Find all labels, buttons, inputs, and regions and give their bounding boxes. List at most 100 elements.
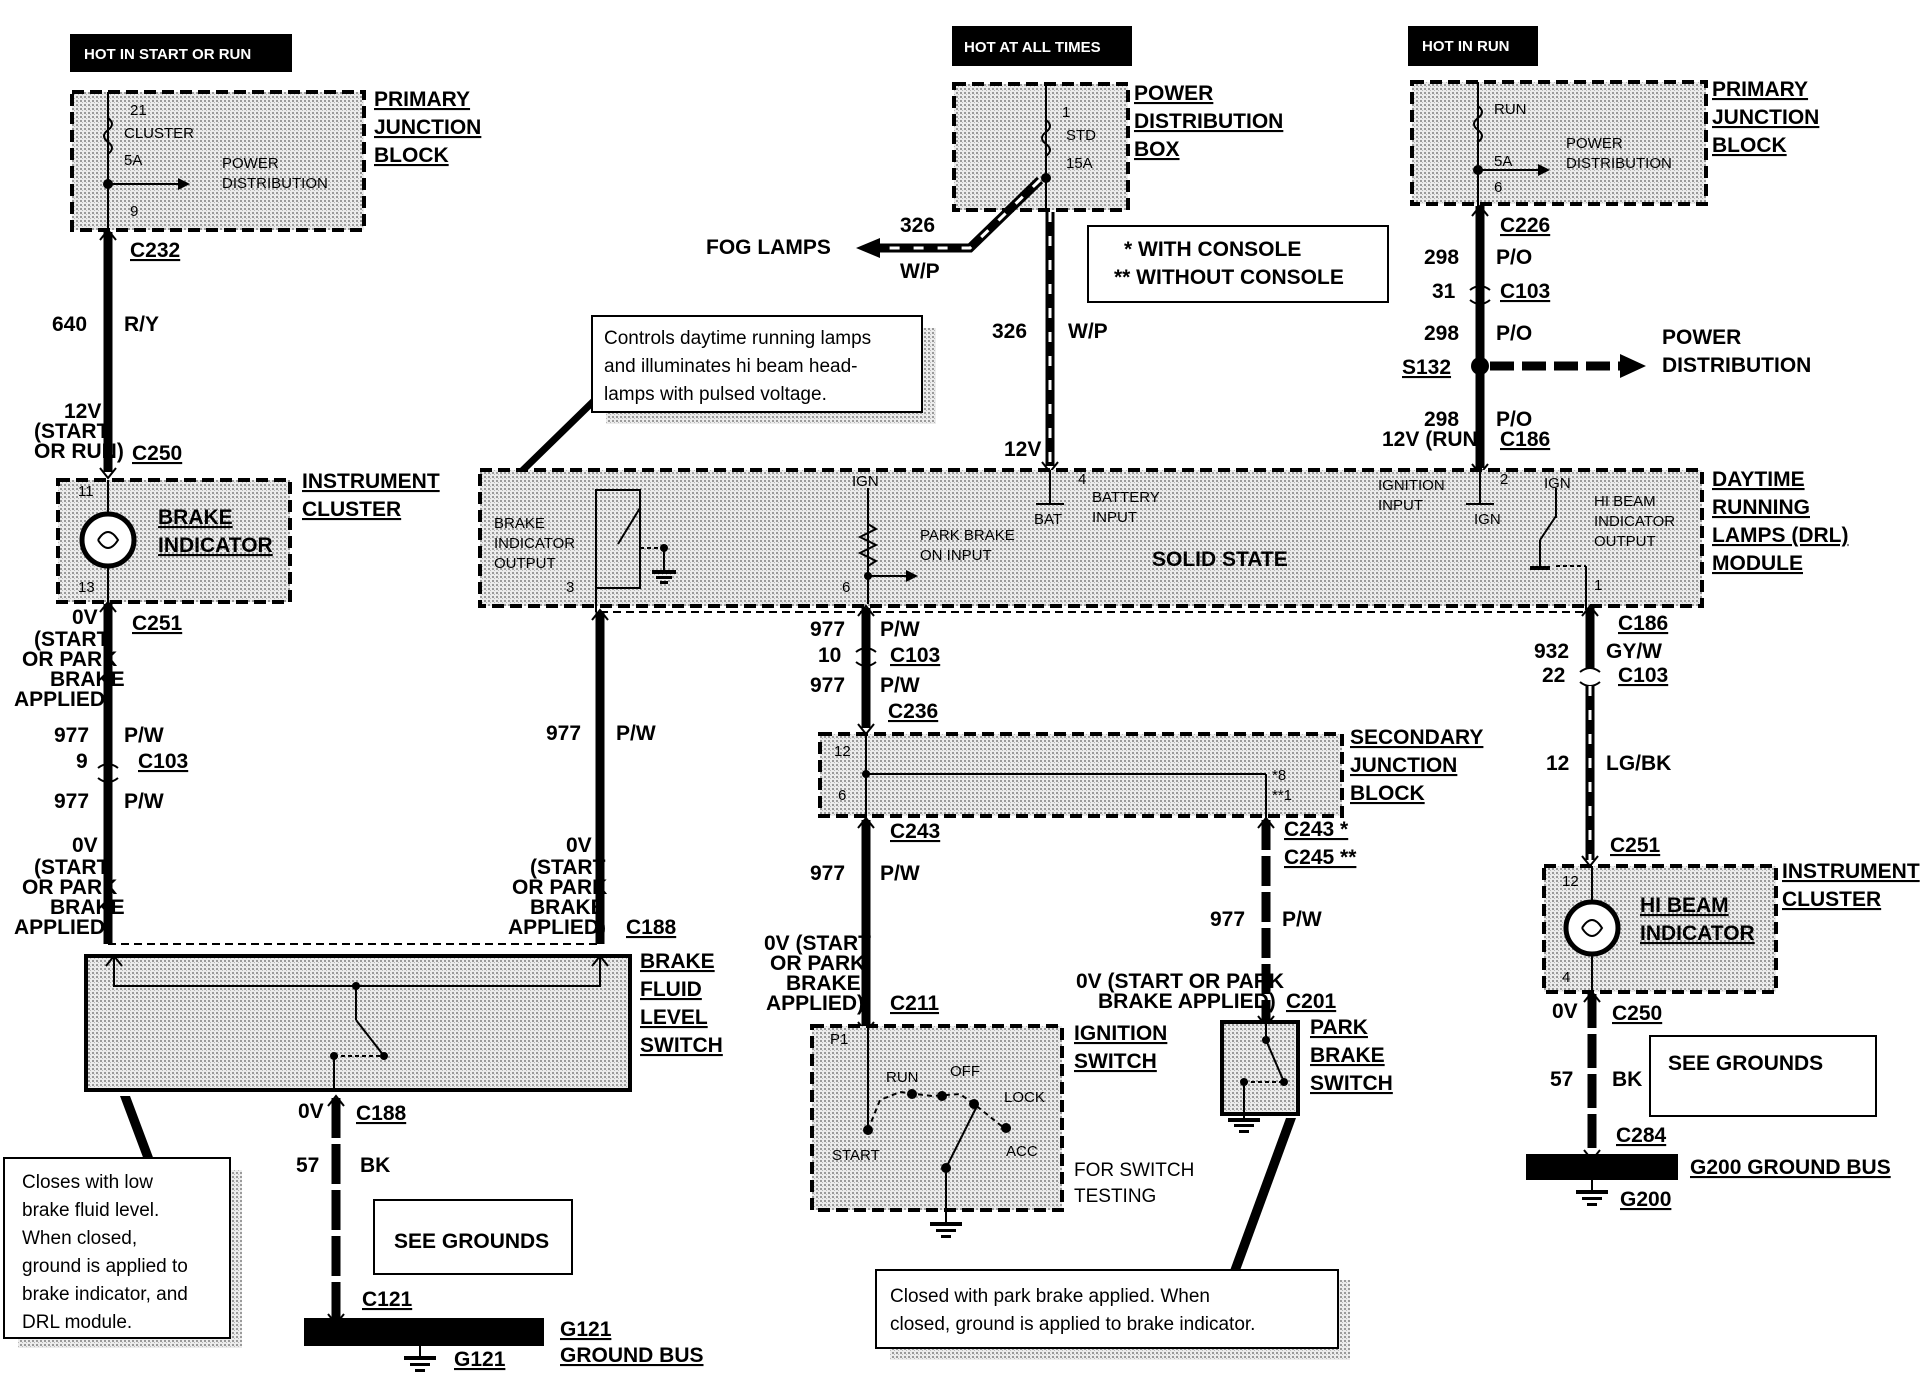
svg-text:P/W: P/W bbox=[124, 724, 164, 747]
svg-text:HOT IN RUN: HOT IN RUN bbox=[1422, 38, 1510, 55]
svg-text:1: 1 bbox=[1594, 577, 1602, 594]
svg-text:OR PARK: OR PARK bbox=[770, 952, 865, 975]
svg-text:POWER: POWER bbox=[1566, 135, 1623, 152]
svg-text:21: 21 bbox=[130, 102, 147, 119]
svg-text:TESTING: TESTING bbox=[1074, 1186, 1156, 1207]
svg-text:BRAKE: BRAKE bbox=[640, 950, 715, 973]
secondary-junction-block: 12 6 *8 **1 SECONDARY JUNCTION BLOCK bbox=[818, 726, 1483, 820]
svg-text:IGN: IGN bbox=[1544, 475, 1571, 492]
svg-text:S132: S132 bbox=[1402, 356, 1451, 379]
svg-text:ON INPUT: ON INPUT bbox=[920, 547, 992, 564]
svg-text:977: 977 bbox=[54, 724, 89, 747]
svg-text:(START: (START bbox=[34, 420, 110, 443]
svg-text:13: 13 bbox=[78, 579, 95, 596]
svg-text:BLOCK: BLOCK bbox=[1712, 134, 1787, 157]
svg-text:When closed,: When closed, bbox=[22, 1228, 137, 1249]
svg-text:INPUT: INPUT bbox=[1378, 497, 1423, 514]
svg-text:(START: (START bbox=[34, 856, 110, 879]
ignition-switch: P1 RUN OFF LOCK START ACC IGNITION SWITC… bbox=[810, 1022, 1194, 1238]
svg-text:GROUND BUS: GROUND BUS bbox=[560, 1344, 704, 1367]
wire-57-bk-right: 0V C250 57 BK SEE GROUNDS C284 G200 GROU… bbox=[1526, 990, 1891, 1211]
svg-text:SOLID STATE: SOLID STATE bbox=[1152, 548, 1288, 571]
svg-text:C186: C186 bbox=[1618, 612, 1668, 635]
svg-text:C245 **: C245 ** bbox=[1284, 846, 1357, 869]
svg-text:(START: (START bbox=[34, 628, 110, 651]
svg-text:INSTRUMENT: INSTRUMENT bbox=[1782, 860, 1920, 883]
svg-text:OR RUN): OR RUN) bbox=[34, 440, 124, 463]
svg-text:BOX: BOX bbox=[1134, 138, 1180, 161]
svg-text:BRAKE APPLIED): BRAKE APPLIED) bbox=[1098, 990, 1276, 1013]
svg-text:CLUSTER: CLUSTER bbox=[1782, 888, 1881, 911]
svg-text:C211: C211 bbox=[890, 992, 939, 1015]
svg-text:C103: C103 bbox=[890, 644, 940, 667]
svg-text:SWITCH: SWITCH bbox=[1074, 1050, 1157, 1073]
svg-text:C250: C250 bbox=[132, 442, 182, 465]
svg-text:C103: C103 bbox=[1500, 280, 1550, 303]
svg-text:POWER: POWER bbox=[1134, 82, 1213, 105]
svg-text:IGN: IGN bbox=[852, 473, 879, 490]
svg-text:BRAKE: BRAKE bbox=[50, 896, 125, 919]
wire-326-wp: 326 W/P 12V bbox=[992, 212, 1108, 474]
svg-text:BLOCK: BLOCK bbox=[1350, 782, 1425, 805]
svg-text:326: 326 bbox=[900, 214, 935, 237]
wire-326-fog-lamps: FOG LAMPS 326 W/P bbox=[706, 176, 1044, 283]
svg-text:0V: 0V bbox=[1552, 1000, 1578, 1023]
wire-977-middle: 977 P/W 0V (START OR PARK BRAKE APPLIED)… bbox=[508, 608, 677, 944]
brake-fluid-level-switch: BRAKE FLUID LEVEL SWITCH bbox=[84, 950, 723, 1092]
svg-text:BRAKE: BRAKE bbox=[530, 896, 605, 919]
svg-text:**1: **1 bbox=[1272, 787, 1292, 804]
svg-text:G200: G200 bbox=[1620, 1188, 1671, 1211]
svg-text:DRL module.: DRL module. bbox=[22, 1312, 132, 1333]
svg-text:P1: P1 bbox=[830, 1031, 848, 1048]
svg-text:BAT: BAT bbox=[1034, 511, 1062, 528]
wire-640-ry: C232 640 R/Y 12V (START OR RUN) C250 bbox=[34, 228, 182, 480]
svg-text:HOT AT ALL TIMES: HOT AT ALL TIMES bbox=[964, 39, 1101, 56]
svg-text:brake fluid level.: brake fluid level. bbox=[22, 1200, 159, 1221]
svg-text:P/W: P/W bbox=[616, 722, 656, 745]
svg-text:APPLIED): APPLIED) bbox=[14, 688, 112, 711]
svg-text:6: 6 bbox=[842, 579, 850, 596]
svg-text:6: 6 bbox=[1494, 179, 1502, 196]
svg-text:6: 6 bbox=[838, 787, 846, 804]
park-brake-switch: PARK BRAKE SWITCH bbox=[1220, 1016, 1393, 1133]
svg-text:12: 12 bbox=[1546, 752, 1569, 775]
svg-text:R/Y: R/Y bbox=[124, 313, 159, 336]
svg-text:P/W: P/W bbox=[880, 862, 920, 885]
svg-text:Controls daytime running lamps: Controls daytime running lamps bbox=[604, 328, 871, 349]
svg-text:POWER: POWER bbox=[1662, 326, 1741, 349]
svg-text:P/W: P/W bbox=[124, 790, 164, 813]
svg-text:C188: C188 bbox=[626, 916, 677, 939]
svg-text:977: 977 bbox=[810, 674, 845, 697]
svg-text:IGNITION: IGNITION bbox=[1378, 477, 1445, 494]
svg-text:DAYTIME: DAYTIME bbox=[1712, 468, 1805, 491]
power-distribution-box: 1 STD 15A POWER DISTRIBUTION BOX bbox=[952, 82, 1283, 212]
svg-text:APPLIED): APPLIED) bbox=[766, 992, 864, 1015]
svg-text:C201: C201 bbox=[1286, 990, 1337, 1013]
svg-text:5A: 5A bbox=[1494, 153, 1512, 170]
svg-text:INDICATOR: INDICATOR bbox=[494, 535, 575, 552]
svg-text:P/O: P/O bbox=[1496, 246, 1532, 269]
wire-932-lgbk: C186 932 GY/W 22 C103 12 LG/BK C251 bbox=[1534, 604, 1671, 868]
svg-text:977: 977 bbox=[546, 722, 581, 745]
svg-text:298: 298 bbox=[1424, 408, 1459, 431]
svg-text:15A: 15A bbox=[1066, 155, 1093, 172]
tag-hot-in-run: HOT IN RUN bbox=[1408, 26, 1538, 66]
svg-text:and illuminates hi beam head-: and illuminates hi beam head- bbox=[604, 356, 858, 377]
svg-text:FOR SWITCH: FOR SWITCH bbox=[1074, 1160, 1194, 1181]
tag-hot-start-run: HOT IN START OR RUN bbox=[70, 34, 292, 72]
svg-text:977: 977 bbox=[810, 618, 845, 641]
wire-298-po: C226 298 P/O 31 C103 298 P/O S132 POWER … bbox=[1382, 204, 1811, 476]
svg-text:10: 10 bbox=[818, 644, 841, 667]
svg-text:C103: C103 bbox=[138, 750, 188, 773]
wire-977-ignition: C243 977 P/W 0V (START OR PARK BRAKE APP… bbox=[764, 816, 940, 1034]
primary-junction-block-right: RUN 5A 6 POWER DISTRIBUTION PRIMARY JUNC… bbox=[1410, 78, 1819, 208]
svg-text:C103: C103 bbox=[1618, 664, 1668, 687]
svg-text:0V (START OR PARK: 0V (START OR PARK bbox=[1076, 970, 1284, 993]
svg-text:Closed with park brake applied: Closed with park brake applied. When bbox=[890, 1286, 1210, 1307]
svg-text:IGN: IGN bbox=[1474, 511, 1501, 528]
svg-text:closed, ground is applied to b: closed, ground is applied to brake indic… bbox=[890, 1314, 1255, 1335]
svg-text:JUNCTION: JUNCTION bbox=[374, 116, 481, 139]
note-brake-fluid: Closes with low brake fluid level. When … bbox=[3, 1096, 242, 1348]
wire-977-park-brake: C243 * C245 ** 977 P/W 0V (START OR PARK… bbox=[1076, 816, 1357, 1028]
